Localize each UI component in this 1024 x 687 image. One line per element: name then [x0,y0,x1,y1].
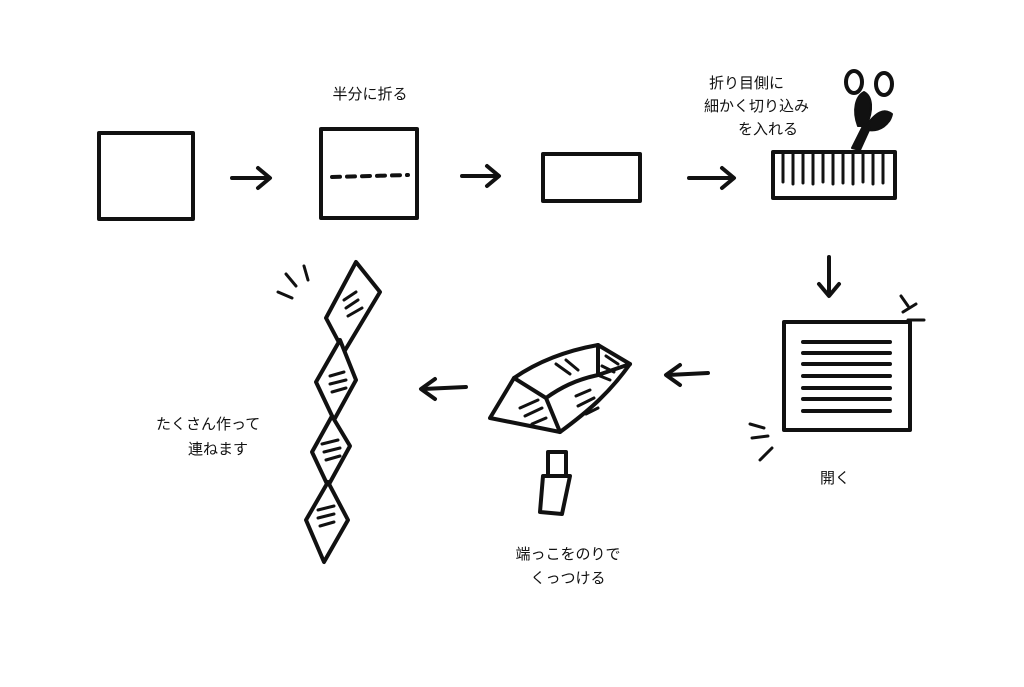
arrow-right-icon [687,166,736,190]
arrow-right-icon [230,166,272,190]
step-connect-line2: 連ねます [188,440,249,458]
diamond-chain-icon [276,260,382,564]
step-cut-line1: 折り目側に [709,74,785,92]
step-glue-line1: 端っこをのりで [515,545,621,563]
arrow-left-icon [664,363,710,387]
step-fold-half-label: 半分に折る [332,85,408,103]
folded-rectangle-icon [541,152,642,203]
scissors-icon [844,69,894,151]
step-cut-line3: を入れる [738,120,799,138]
opened-sheet-icon [748,294,926,462]
step-glue-line2: くっつける [530,569,606,587]
folded-square-icon [319,127,419,220]
step-open-label: 開く [819,469,850,487]
arrow-left-icon [419,377,468,401]
arrow-down-icon [817,255,841,298]
glued-ring-icon [488,343,632,434]
glue-stick-icon [538,450,572,516]
step-cut-line2: 細かく切り込み [704,97,810,115]
step-connect-line1: たくさん作って [156,415,261,433]
comb-cut-rectangle-icon [771,150,897,200]
arrow-right-icon [460,164,501,188]
square-paper-icon [97,131,195,221]
